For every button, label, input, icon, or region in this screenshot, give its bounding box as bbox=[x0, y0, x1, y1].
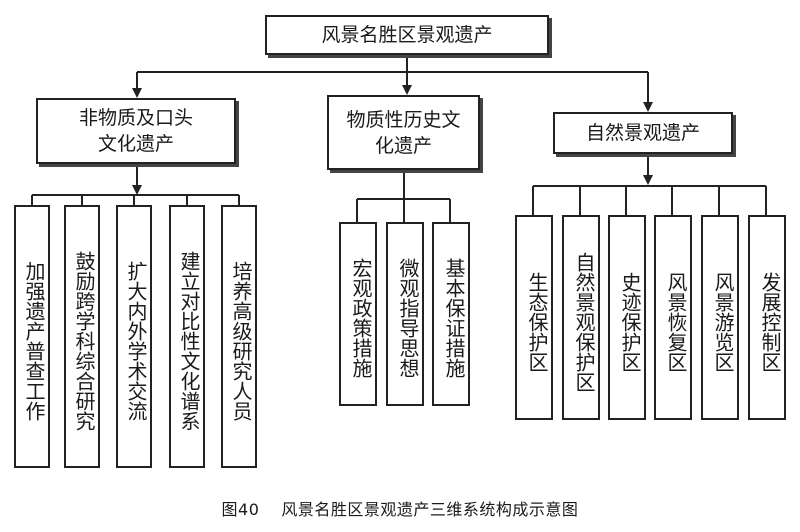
leaf-node-label: 微观指导思想 bbox=[396, 258, 420, 378]
leaf-node-label: 风景游览区 bbox=[711, 271, 735, 372]
leaf-node-label: 基本保证措施 bbox=[442, 258, 466, 378]
root-node-label: 风景名胜区景观遗产 bbox=[321, 24, 493, 46]
leaf-node: 基本保证措施 bbox=[432, 222, 470, 406]
leaf-node-label: 培养高级研究人员 bbox=[229, 260, 253, 421]
category-node-material-heritage: 物质性历史文化遗产 bbox=[327, 95, 480, 170]
leaf-node-label: 自然景观保护区 bbox=[572, 251, 596, 392]
leaf-node: 培养高级研究人员 bbox=[221, 205, 257, 468]
leaf-node: 风景恢复区 bbox=[654, 215, 692, 420]
leaf-node: 风景游览区 bbox=[701, 215, 739, 420]
leaf-node: 自然景观保护区 bbox=[562, 215, 600, 420]
leaf-node: 宏观政策措施 bbox=[339, 222, 377, 406]
leaf-node: 扩大内外学术交流 bbox=[116, 205, 152, 468]
leaf-node-label: 扩大内外学术交流 bbox=[124, 260, 148, 421]
leaf-node-label: 加强遗产普查工作 bbox=[22, 260, 46, 421]
leaf-node-label: 发展控制区 bbox=[758, 271, 782, 372]
leaf-node: 微观指导思想 bbox=[386, 222, 424, 406]
leaf-node: 加强遗产普查工作 bbox=[14, 205, 50, 468]
leaf-node: 鼓励跨学科综合研究 bbox=[64, 205, 100, 468]
category-node-label: 非物质及口头文化遗产 bbox=[78, 107, 193, 155]
leaf-node-label: 风景恢复区 bbox=[664, 271, 688, 372]
leaf-node-label: 鼓励跨学科综合研究 bbox=[72, 250, 96, 431]
leaf-node-label: 生态保护区 bbox=[525, 271, 549, 372]
figure-number: 图40 bbox=[221, 500, 260, 519]
leaf-node: 史迹保护区 bbox=[608, 215, 646, 420]
category-node-label: 物质性历史文化遗产 bbox=[346, 108, 461, 157]
leaf-node-label: 建立对比性文化谱系 bbox=[177, 250, 201, 431]
leaf-node-label: 史迹保护区 bbox=[618, 271, 642, 372]
figure-caption-text: 风景名胜区景观遗产三维系统构成示意图 bbox=[281, 500, 579, 519]
figure-caption: 图40 风景名胜区景观遗产三维系统构成示意图 bbox=[0, 496, 800, 520]
category-node-intangible-heritage: 非物质及口头文化遗产 bbox=[36, 98, 236, 164]
leaf-node: 发展控制区 bbox=[748, 215, 786, 420]
root-node: 风景名胜区景观遗产 bbox=[265, 15, 549, 55]
category-node-label: 自然景观遗产 bbox=[585, 122, 700, 144]
category-node-natural-heritage: 自然景观遗产 bbox=[553, 112, 733, 154]
leaf-node: 生态保护区 bbox=[515, 215, 553, 420]
leaf-node-label: 宏观政策措施 bbox=[349, 258, 373, 378]
leaf-node: 建立对比性文化谱系 bbox=[169, 205, 205, 468]
